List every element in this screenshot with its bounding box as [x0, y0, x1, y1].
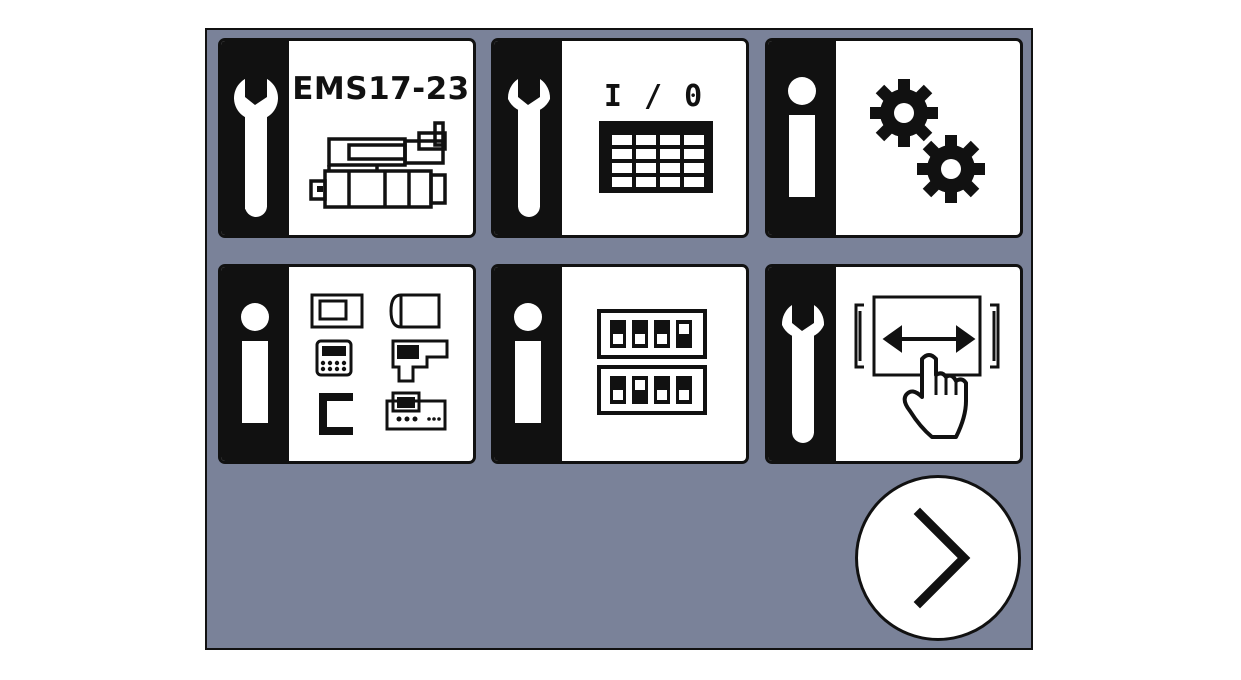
tile-swipe-calibration[interactable] — [765, 264, 1023, 464]
tile-system-info[interactable] — [765, 38, 1023, 238]
gears-icon — [870, 79, 985, 203]
tile-strip — [494, 41, 562, 235]
tile-ems-setup[interactable]: EMS17-23 — [218, 38, 476, 238]
io-table-icon — [599, 121, 713, 193]
tile-switch-info[interactable] — [491, 264, 749, 464]
wrench-icon — [234, 79, 278, 217]
tile-title: EMS17-23 — [292, 71, 470, 107]
tile-strip — [221, 267, 289, 461]
info-icon — [514, 303, 542, 423]
switch-panel-icon — [597, 309, 707, 415]
tile-strip — [768, 267, 836, 461]
actuator-icon — [309, 121, 447, 209]
tile-strip — [221, 41, 289, 235]
tile-content — [836, 267, 1020, 461]
main-screen: EMS17-23 — [205, 28, 1033, 650]
wrench-icon — [507, 79, 551, 217]
tile-content: EMS17-23 — [289, 41, 473, 235]
chevron-right-icon — [913, 507, 971, 609]
info-icon — [788, 77, 816, 197]
tile-io-setup[interactable]: I / 0 — [491, 38, 749, 238]
tile-content — [562, 267, 746, 461]
tile-title: I / 0 — [603, 79, 705, 114]
tile-content: I / 0 — [562, 41, 746, 235]
tile-strip — [768, 41, 836, 235]
swipe-calibration-icon — [854, 295, 1000, 439]
wrench-icon — [781, 305, 825, 443]
next-page-button[interactable] — [855, 475, 1021, 641]
tile-content — [836, 41, 1020, 235]
tile-devices-info[interactable] — [218, 264, 476, 464]
tile-strip — [494, 267, 562, 461]
tile-content — [289, 267, 473, 461]
devices-icon — [310, 293, 449, 435]
info-icon — [241, 303, 269, 423]
